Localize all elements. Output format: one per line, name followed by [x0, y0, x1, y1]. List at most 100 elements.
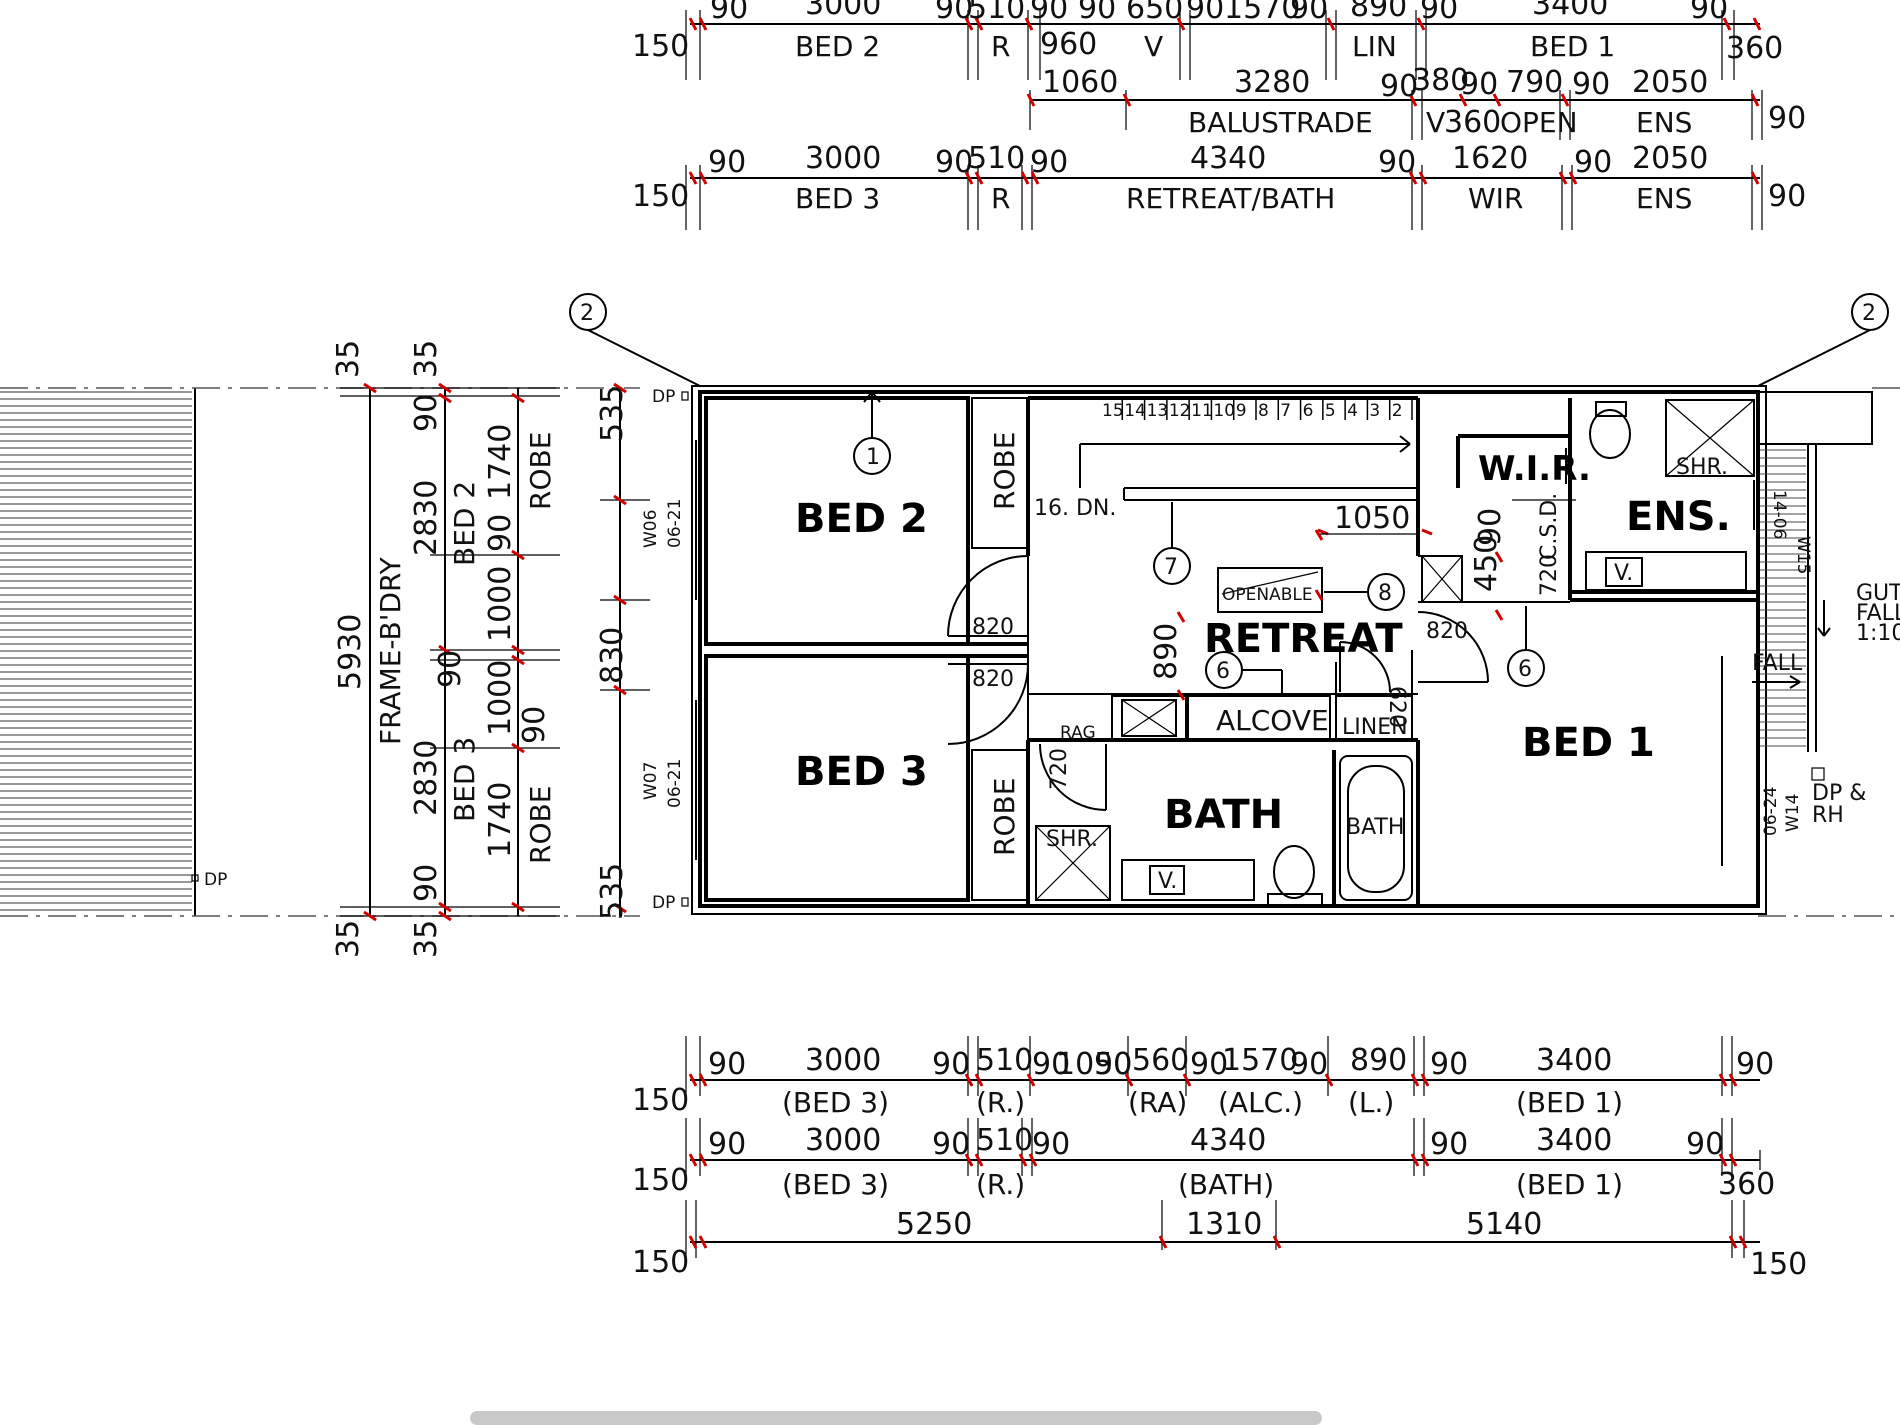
bottom-row2-dim-2: 3000	[805, 1123, 881, 1158]
dim-450: 450	[1469, 535, 1504, 592]
top-row1-dim-4: 510	[968, 0, 1025, 26]
window-w14-size: 06-24	[1761, 787, 1781, 836]
left-robe-dim-1000-top: 1000	[483, 566, 518, 642]
stair-tread-number: 2	[1392, 401, 1403, 421]
room-labels: BED 2 BED 3 BED 1 RETREAT BATH ENS. W.I.…	[652, 387, 1900, 913]
left-dim-35-bot-b: 35	[409, 920, 444, 958]
bottom-row2-dim-9: 90	[1686, 1127, 1724, 1162]
stair-tread-number: 3	[1369, 401, 1380, 421]
callout-7: 7	[1164, 555, 1178, 580]
bottom-row1-dim-11: 90	[1290, 1047, 1328, 1082]
room-label-robe-bed2: ROBE	[988, 432, 1021, 510]
room-label-robe-bed3: ROBE	[988, 778, 1021, 856]
top-row3-left: 150	[632, 179, 689, 214]
dim-door-820-c: 820	[1426, 619, 1468, 644]
top-row2-label-ens: ENS	[1636, 106, 1692, 139]
fixture-label-rag: RAG	[1060, 723, 1096, 743]
bottom-row2-dim-3: 90	[932, 1127, 970, 1162]
top-row1-dim-3: 90	[935, 0, 973, 26]
top-row3-label-ens: ENS	[1636, 182, 1692, 215]
room-label-linen: LINEN	[1342, 715, 1408, 740]
room-label-bath: BATH	[1164, 792, 1283, 838]
top-row1-dim-14: 90	[1690, 0, 1728, 26]
left-dim-90-top: 90	[409, 394, 444, 432]
left-dim-35-top-a: 35	[331, 340, 366, 378]
left-dim-bed3: 2830	[409, 740, 444, 816]
fixture-label-bathtub: BATH	[1346, 815, 1404, 840]
bottom-row2-left: 150	[632, 1163, 689, 1198]
bottom-row1-dim-14: 3400	[1536, 1043, 1612, 1078]
room-label-wir: W.I.R.	[1478, 449, 1591, 489]
window-w07: W07	[641, 762, 661, 800]
bottom-row3-right: 150	[1750, 1247, 1807, 1282]
fixture-label-bath-vanity: V.	[1158, 869, 1177, 894]
window-w07-size: 06-21	[665, 759, 685, 808]
top-row1-label-bed1: BED 1	[1530, 30, 1615, 63]
bottom-row1-dim-1: 90	[708, 1047, 746, 1082]
top-row1-dim-12: 90	[1420, 0, 1458, 26]
bottom-row2-dim-4: 510	[976, 1123, 1033, 1158]
top-dimension-strings: 90 3000 90 510 90 90 650 90 1570 90 890 …	[632, 0, 1806, 230]
callout-markers: 1 7 8 6 6	[853, 391, 1545, 694]
bottom-row1-dim-12: 890	[1350, 1043, 1407, 1078]
top-row2-label-balustrade: BALUSTRADE	[1188, 106, 1373, 139]
top-row2-dim-1: 1060	[1042, 65, 1118, 100]
bottom-row1-label-bed3: (BED 3)	[782, 1086, 889, 1119]
left-dim-bed2: 2830	[409, 480, 444, 556]
gutter-ratio-label: 1:100	[1856, 621, 1900, 646]
left-robe-dim-90-bot: 90	[517, 706, 552, 744]
callout-8: 8	[1378, 581, 1392, 606]
top-row2-dim-6: 790	[1506, 65, 1563, 100]
bottom-row3-dim-1: 5250	[896, 1207, 972, 1242]
top-row2-dim-2: 3280	[1234, 65, 1310, 100]
room-label-bed3: BED 3	[795, 749, 928, 795]
window-tags: W06 06-21 W07 06-21 W14 06-24 W15 14-06	[641, 490, 1813, 836]
bottom-row1-dim-8: 560	[1132, 1043, 1189, 1078]
top-row2-label-open: OPEN	[1500, 106, 1578, 139]
stair-tread-number: 7	[1280, 401, 1291, 421]
top-row3-dim-5: 90	[1030, 145, 1068, 180]
left-dim-830: 830	[595, 627, 630, 684]
top-row2-dim-8: 2050	[1632, 65, 1708, 100]
top-row3-dim-8: 1620	[1452, 141, 1528, 176]
callout-1: 1	[866, 445, 880, 470]
horizontal-scrollbar[interactable]	[470, 1411, 1322, 1425]
fixture-label-ens-shower: SHR.	[1676, 455, 1728, 480]
bottom-row1-dim-9: 90	[1190, 1047, 1228, 1082]
top-row2-label-v: V	[1426, 106, 1445, 139]
top-row2-dim-3: 90	[1380, 69, 1418, 104]
window-w15: W15	[1793, 536, 1813, 574]
left-dim-total: 5930	[333, 614, 368, 690]
stair-tread-number: 8	[1258, 401, 1269, 421]
left-robe-dim-1000-bot: 1000	[483, 660, 518, 736]
dp-top-label: DP	[652, 387, 675, 407]
top-row2-dim-7: 90	[1572, 67, 1610, 102]
top-row1-label-v: V	[1144, 30, 1163, 63]
top-row3-dim-7: 90	[1378, 145, 1416, 180]
left-dim-535-bot: 535	[595, 863, 630, 920]
bottom-row1-dim-7: 90	[1094, 1047, 1132, 1082]
stair-tread-number: 4	[1347, 401, 1358, 421]
bottom-row1-dim-10: 1570	[1222, 1043, 1298, 1078]
top-row3-right: 90	[1768, 179, 1806, 214]
bottom-row1-dim-5: 90	[1032, 1047, 1070, 1082]
left-robe-dim-90-top: 90	[483, 514, 518, 552]
top-row3-dim-4: 510	[968, 141, 1025, 176]
left-robe-dim-1740-bot: 1740	[483, 782, 518, 858]
left-robe-label-top: ROBE	[524, 432, 557, 510]
left-dimension-strings: 35 35 35 35 5930 FRAME-B'DRY 90 2830 BED…	[331, 340, 650, 958]
top-row1-dim-1: 90	[710, 0, 748, 26]
stair-tread-number: 11	[1191, 401, 1213, 421]
stair-tread-number: 6	[1303, 401, 1314, 421]
top-row1-left: 150	[632, 29, 689, 64]
dp-bottom-label: DP	[652, 893, 675, 913]
stair-tread-number: 5	[1325, 401, 1336, 421]
top-row3-dim-1: 90	[708, 145, 746, 180]
gutter-label: GUTT	[1856, 581, 1900, 606]
left-dim-90-mid: 90	[433, 650, 468, 688]
top-row3-label-retreat-bath: RETREAT/BATH	[1126, 182, 1335, 215]
top-row2-label-360: 360	[1444, 105, 1501, 140]
